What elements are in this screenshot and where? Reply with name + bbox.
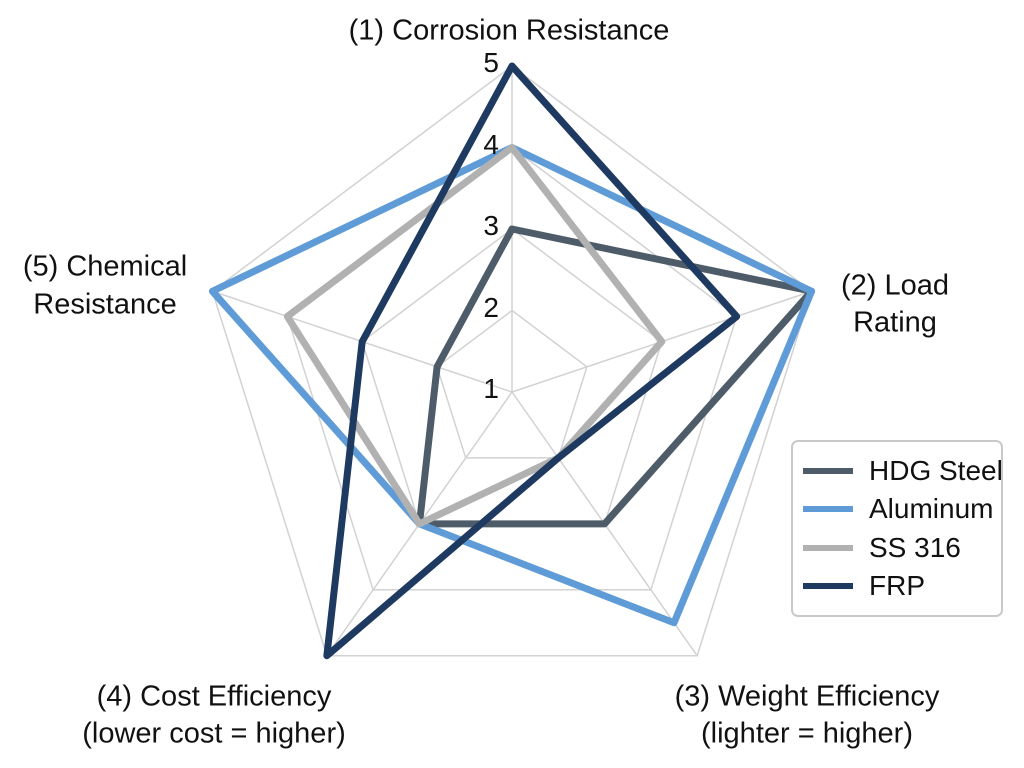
series-polygon-hdg-steel <box>415 225 816 528</box>
series-polygon-aluminum <box>208 144 816 627</box>
legend-label: FRP <box>869 569 925 601</box>
radar-grid <box>211 65 813 657</box>
axis-title-cost-efficiency-line2: (lower cost = higher) <box>82 717 346 750</box>
legend-label: HDG Steel <box>869 455 1003 487</box>
legend-item-hdg-steel: HDG Steel <box>803 455 1003 487</box>
legend-item-ss-316: SS 316 <box>803 532 1001 564</box>
legend-swatch-icon <box>803 544 853 551</box>
axis-title-cost-efficiency-line1: (4) Cost Efficiency <box>96 680 332 713</box>
axis-title-weight-efficiency-line1: (3) Weight Efficiency <box>674 680 940 713</box>
axis-title-load-rating-line2: Rating <box>853 306 937 339</box>
legend-swatch-icon <box>803 468 853 475</box>
legend-item-aluminum: Aluminum <box>803 493 1001 525</box>
axis-title-weight-efficiency-line2: (lighter = higher) <box>701 717 913 750</box>
grid-ring-2 <box>436 309 588 459</box>
axis-title-chemical-resistance-line2: Resistance <box>33 288 177 321</box>
radial-tick-1: 1 <box>483 373 499 404</box>
legend-label: SS 316 <box>869 531 961 563</box>
grid-ring-5 <box>211 65 813 657</box>
legend-item-frp: FRP <box>803 570 1001 602</box>
legend-swatch-icon <box>803 506 853 513</box>
axis-title-load-rating-line1: (2) Load <box>840 269 950 302</box>
radial-tick-3: 3 <box>483 210 499 241</box>
legend-swatch-icon <box>803 582 853 589</box>
legend-label: Aluminum <box>869 493 994 525</box>
radial-tick-2: 2 <box>483 291 499 323</box>
radial-tick-4: 4 <box>483 128 499 160</box>
series-polygon-ss-316 <box>283 144 666 528</box>
axis-title-chemical-resistance-line1: (5) Chemical <box>22 250 188 283</box>
radial-tick-5: 5 <box>483 47 499 78</box>
series-polygon-frp <box>323 62 741 660</box>
axis-title-corrosion-resistance-line1: (1) Corrosion Resistance <box>348 14 670 47</box>
